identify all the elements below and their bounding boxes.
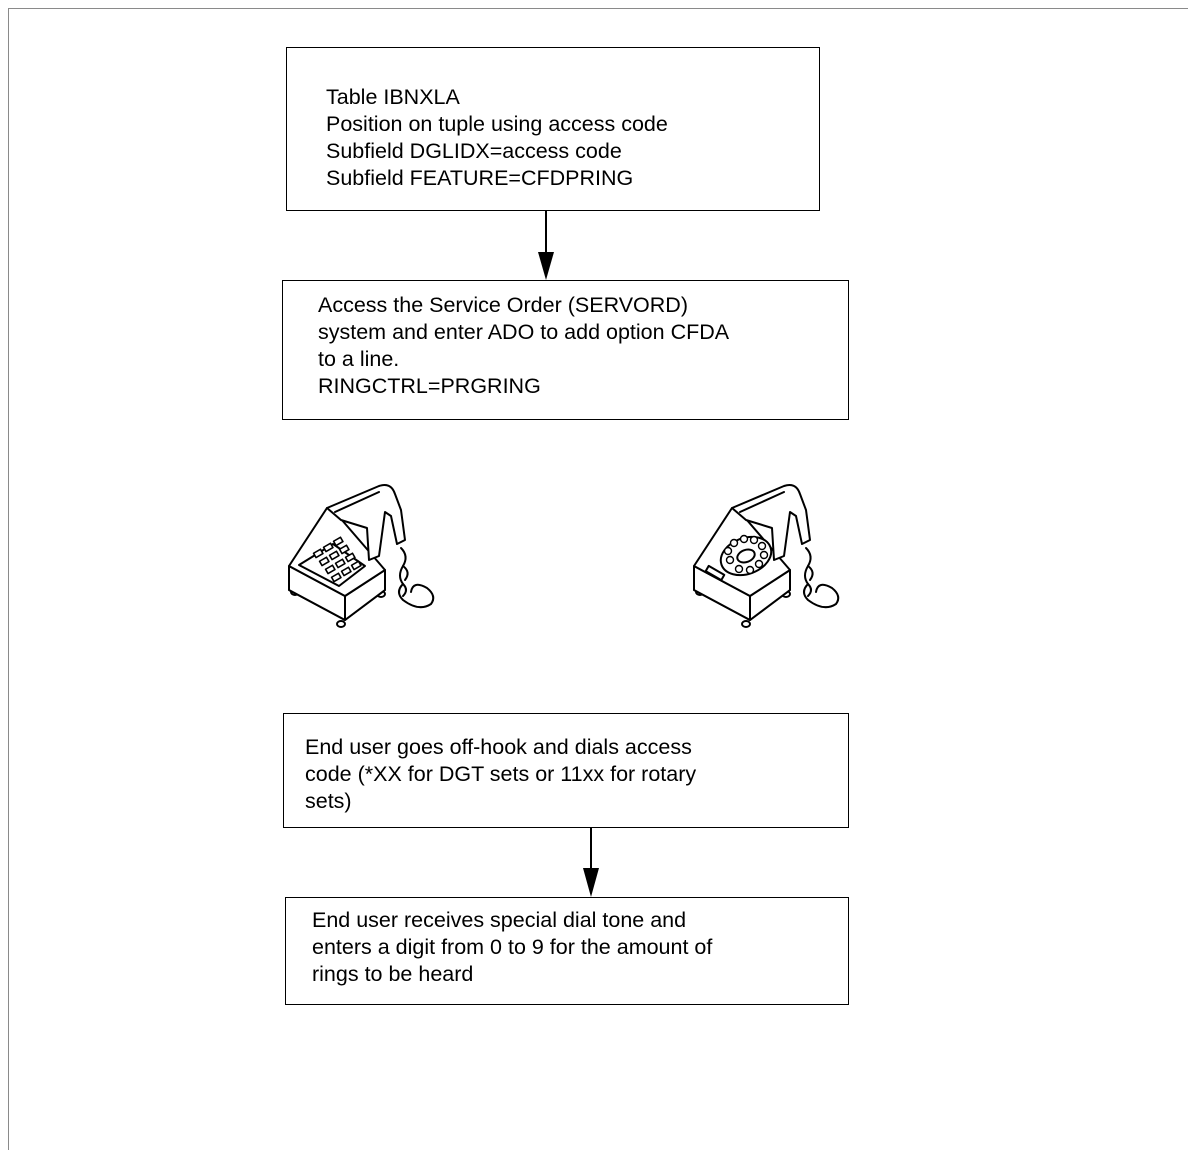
frame-top-border: [8, 8, 1188, 9]
down-arrow-icon: [583, 828, 599, 897]
step-box-table-ibnxla: Table IBNXLA Position on tuple using acc…: [286, 47, 820, 211]
box-line: sets): [305, 789, 352, 813]
step-box-special-dial-tone: End user receives special dial tone and …: [285, 897, 849, 1005]
box-line: rings to be heard: [312, 962, 474, 986]
touch-tone-telephone-icon: [288, 484, 435, 628]
box-line: enters a digit from 0 to 9 for the amoun…: [312, 935, 713, 959]
box-line: RINGCTRL=PRGRING: [318, 374, 541, 398]
box-line: End user goes off-hook and dials access: [305, 735, 692, 759]
box-line: End user receives special dial tone and: [312, 908, 687, 932]
box-line: Position on tuple using access code: [326, 112, 668, 136]
step-box-off-hook: End user goes off-hook and dials access …: [283, 713, 849, 828]
box-line: Table IBNXLA: [326, 85, 460, 109]
box-line: Subfield FEATURE=CFDPRING: [326, 166, 634, 190]
box-line: Access the Service Order (SERVORD): [318, 293, 688, 317]
box-line: to a line.: [318, 347, 400, 371]
box-line: system and enter ADO to add option CFDA: [318, 320, 730, 344]
frame-left-border: [8, 8, 9, 1150]
box-line: Subfield DGLIDX=access code: [326, 139, 622, 163]
down-arrow-icon: [538, 211, 554, 280]
box-line: code (*XX for DGT sets or 11xx for rotar…: [305, 762, 697, 786]
rotary-telephone-icon: [693, 484, 840, 628]
step-box-servord: Access the Service Order (SERVORD) syste…: [282, 280, 849, 420]
